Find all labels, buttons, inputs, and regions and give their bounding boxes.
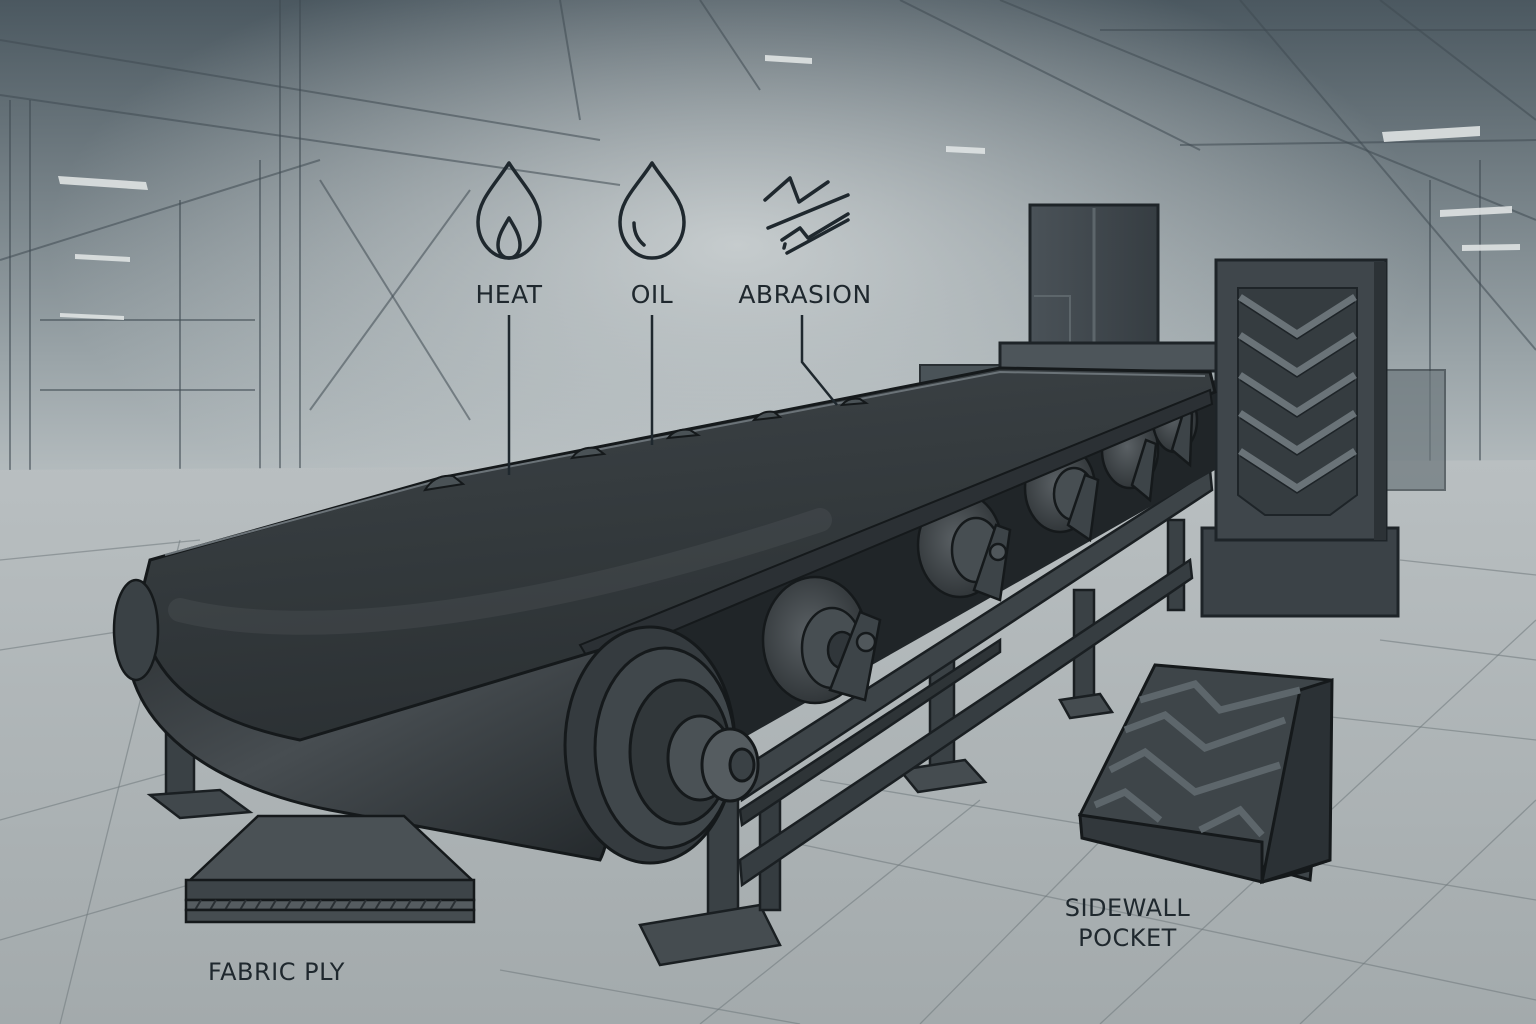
conveyor-frame: [146, 467, 1214, 967]
ceiling-lights: [58, 55, 1520, 320]
abrasion-zigzag-icon: [763, 176, 850, 255]
abrasion-label: ABRASION: [738, 280, 872, 309]
fabric-ply-label: FABRIC PLY: [208, 958, 345, 986]
sidewall-pocket-label: SIDEWALL POCKET: [1060, 893, 1195, 953]
oil-drop-icon: [618, 161, 686, 260]
conveyor-belt: [112, 366, 1217, 862]
sidewall-pocket-label-line1: SIDEWALL: [1064, 894, 1191, 922]
flame-drop-icon: [476, 161, 542, 260]
head-pulley: [563, 625, 760, 865]
heat-label: HEAT: [475, 280, 543, 309]
oil-label: OIL: [630, 280, 674, 309]
floor-tiles: [0, 539, 1536, 1024]
hopper-box: [998, 203, 1218, 373]
idler-roller: [916, 491, 1012, 602]
chevron-cabinet: [1200, 258, 1400, 618]
abrasion-leader-line: [800, 315, 838, 406]
callout-leaders: [507, 315, 838, 475]
sidewall-pocket-label-line2: POCKET: [1078, 924, 1177, 952]
warehouse-structure: [0, 0, 1536, 480]
sidewall-pocket-sample: [1077, 663, 1334, 885]
idler-roller: [761, 575, 882, 705]
fabric-ply-sample: [184, 814, 476, 924]
